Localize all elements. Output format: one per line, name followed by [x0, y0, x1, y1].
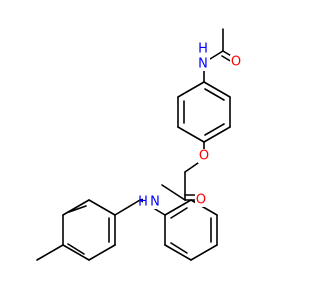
- atom-nh-amide-h: H: [138, 195, 148, 210]
- atom-nh-amide-n: N: [150, 195, 160, 210]
- bond-phenyl-d: [190, 244, 218, 261]
- bond-ring1-inner-2: [204, 123, 225, 136]
- bond-ring1-f: [177, 81, 205, 98]
- bond-nh-carbonyl: [209, 50, 224, 60]
- atom-ether-o: O: [199, 149, 209, 164]
- bond-ch-tolyl: [114, 199, 141, 216]
- atom-label-backgrounds: [143, 42, 242, 209]
- atom-carbonyl-o-amide: O: [196, 193, 206, 208]
- bond-o-ch2: [184, 162, 199, 173]
- bond-phenyl-inner-1: [170, 207, 188, 219]
- bonds: [36, 28, 234, 261]
- chemical-structure: H N O O O H N: [36, 28, 242, 261]
- bond-tolyl-inner-2: [67, 243, 85, 255]
- bond-tolyl-b: [88, 244, 116, 261]
- bond-tolyl-inner-3: [68, 205, 87, 213]
- bond-tolyl-c: [62, 244, 90, 261]
- atom-nh-top-h: H: [198, 42, 208, 57]
- bond-phenyl-a: [164, 199, 192, 216]
- atom-labels: H N O O O H N: [138, 42, 241, 210]
- bond-tolyl-methyl: [36, 244, 64, 261]
- bond-tolyl-f: [88, 199, 116, 216]
- bond-ring1-a: [203, 81, 231, 98]
- bond-phenyl-e: [164, 244, 192, 261]
- bond-ring1-inner-1: [204, 88, 225, 101]
- bond-phenyl-inner-3: [170, 242, 188, 254]
- bond-ring1-d: [177, 126, 205, 143]
- bond-ring1-c: [203, 126, 231, 143]
- atom-carbonyl-o-top: O: [231, 55, 241, 70]
- bond-carbonyl-nh: [161, 184, 186, 201]
- bond-tolyl-e: [62, 199, 90, 216]
- atom-nh-top-n: N: [198, 57, 208, 72]
